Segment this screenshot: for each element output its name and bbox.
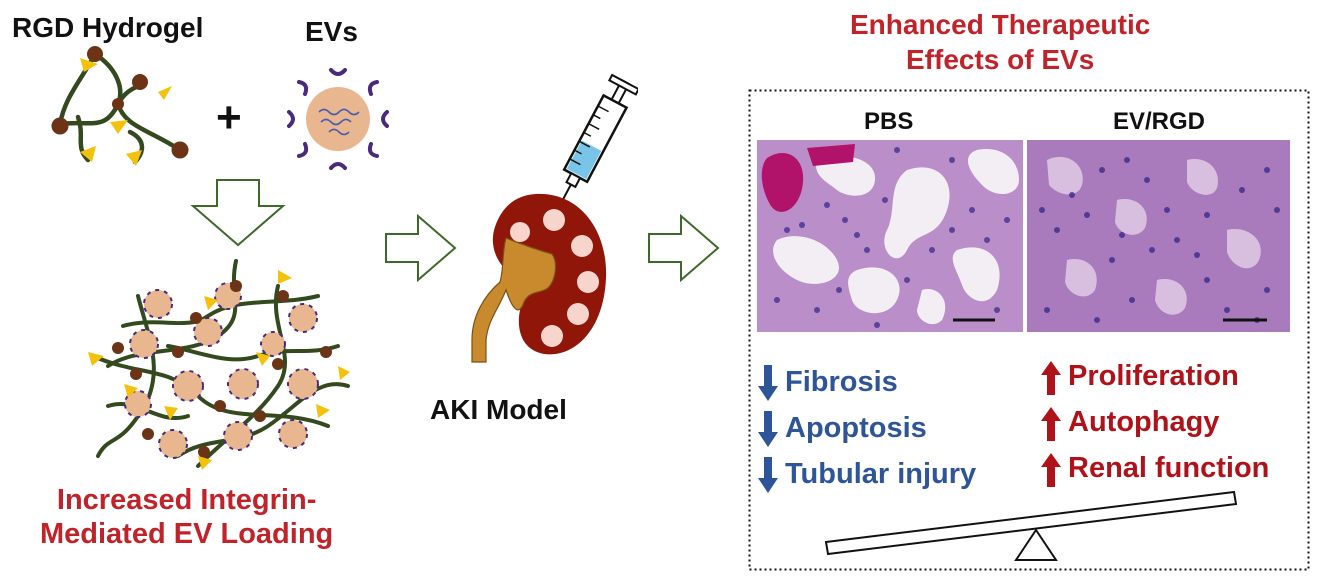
enhanced-effects-title: Enhanced Therapeutic Effects of EVs bbox=[850, 7, 1150, 77]
ev-rgd-micrograph-image bbox=[1027, 140, 1290, 332]
hollow-arrow-right-icon bbox=[385, 214, 457, 282]
caption-line-1: Increased Integrin- bbox=[56, 484, 317, 516]
decreased-effect-item: Fibrosis bbox=[785, 366, 898, 398]
decreased-effect-item: Apoptosis bbox=[785, 412, 927, 444]
kidney-icon bbox=[471, 193, 607, 363]
hollow-arrow-right-icon bbox=[648, 214, 720, 282]
aki-model-label: AKI Model bbox=[430, 394, 567, 425]
rgd-hydrogel-icon bbox=[51, 46, 189, 166]
increased-effect-item: Proliferation bbox=[1068, 360, 1239, 392]
down-arrow-icon bbox=[758, 411, 778, 447]
pbs-micrograph-image bbox=[757, 140, 1023, 332]
evs-title: EVs bbox=[305, 16, 358, 47]
up-arrow-icon bbox=[1041, 407, 1061, 441]
dotted-panel-border bbox=[748, 89, 1310, 571]
ev-particle-icon bbox=[287, 68, 389, 170]
plus-sign: + bbox=[216, 93, 242, 142]
ev-loaded-hydrogel-icon bbox=[88, 259, 350, 470]
rgd-hydrogel-title: RGD Hydrogel bbox=[12, 12, 204, 43]
hollow-arrow-down-icon bbox=[190, 179, 286, 247]
down-arrow-icon bbox=[758, 365, 778, 401]
ev-rgd-label: EV/RGD bbox=[1113, 108, 1206, 135]
pbs-label: PBS bbox=[864, 108, 914, 135]
decreased-effect-item: Tubular injury bbox=[785, 458, 977, 490]
down-arrow-icon bbox=[758, 457, 778, 493]
seesaw-icon bbox=[824, 490, 1238, 561]
up-arrow-icon bbox=[1041, 361, 1061, 395]
increased-effect-item: Renal function bbox=[1068, 452, 1270, 484]
loading-caption: Increased Integrin- Mediated EV Loading bbox=[40, 483, 333, 551]
syringe-icon bbox=[559, 73, 638, 205]
title-line-1: Enhanced Therapeutic bbox=[850, 9, 1151, 40]
title-line-2: Effects of EVs bbox=[906, 44, 1095, 75]
increased-effect-item: Autophagy bbox=[1068, 406, 1220, 438]
caption-line-2: Mediated EV Loading bbox=[40, 518, 334, 551]
up-arrow-icon bbox=[1041, 453, 1061, 487]
